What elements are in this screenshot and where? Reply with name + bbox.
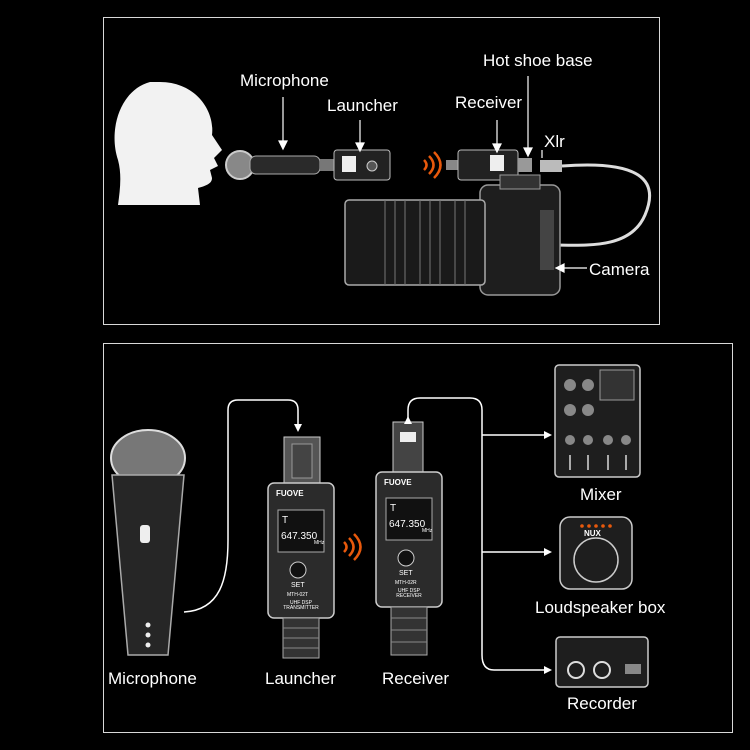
top-microphone	[225, 150, 321, 180]
top-receiver	[446, 149, 532, 181]
top-pointers	[278, 76, 587, 273]
receiver-model: MTH-02R	[395, 580, 417, 586]
launcher-description: UHF DSP TRANSMITTER	[283, 600, 319, 611]
receiver-description: UHF DSP RECEIVER	[396, 588, 422, 599]
label-top-receiver: Receiver	[455, 93, 523, 112]
label-bottom-microphone: Microphone	[108, 669, 197, 688]
label-camera: Camera	[589, 260, 650, 279]
label-loudspeaker-box: Loudspeaker box	[535, 598, 666, 617]
bottom-launcher	[267, 436, 335, 659]
launcher-set-label: SET	[291, 582, 305, 589]
label-bottom-receiver: Receiver	[382, 669, 450, 688]
head-silhouette	[114, 82, 222, 205]
bottom-receiver	[375, 421, 443, 656]
label-recorder: Recorder	[567, 694, 637, 713]
receiver-output-lines	[407, 397, 548, 671]
mixer-device	[554, 364, 641, 478]
label-mixer: Mixer	[580, 485, 622, 504]
xlr-cable	[540, 160, 652, 247]
launcher-model: MTH-02T	[287, 592, 309, 598]
top-launcher	[320, 149, 391, 181]
launcher-channel: T	[282, 515, 289, 526]
loudspeaker-device	[559, 516, 633, 590]
label-bottom-launcher: Launcher	[265, 669, 336, 688]
receiver-set-label: SET	[399, 570, 413, 577]
launcher-unit: MHz	[314, 540, 325, 546]
bottom-microphone	[110, 429, 186, 656]
launcher-frequency: 647.350	[281, 531, 318, 542]
receiver-frequency: 647.350	[389, 519, 426, 530]
label-top-microphone: Microphone	[240, 71, 329, 90]
audio-setup-panel	[103, 343, 733, 733]
receiver-brand: FUOVE	[384, 478, 412, 487]
recorder-device	[555, 636, 649, 688]
receiver-unit: MHz	[422, 528, 433, 534]
label-top-launcher: Launcher	[327, 96, 398, 115]
mic-to-launcher-cable	[183, 399, 299, 613]
receiver-channel: T	[390, 503, 397, 514]
camera	[344, 174, 561, 296]
label-hot-shoe-base: Hot shoe base	[483, 51, 593, 70]
launcher-brand: FUOVE	[276, 489, 304, 498]
top-signal-icon	[423, 151, 442, 179]
label-xlr: Xlr	[544, 132, 565, 151]
bottom-signal-icon	[343, 533, 362, 561]
speaker-brand: NUX	[584, 529, 601, 538]
